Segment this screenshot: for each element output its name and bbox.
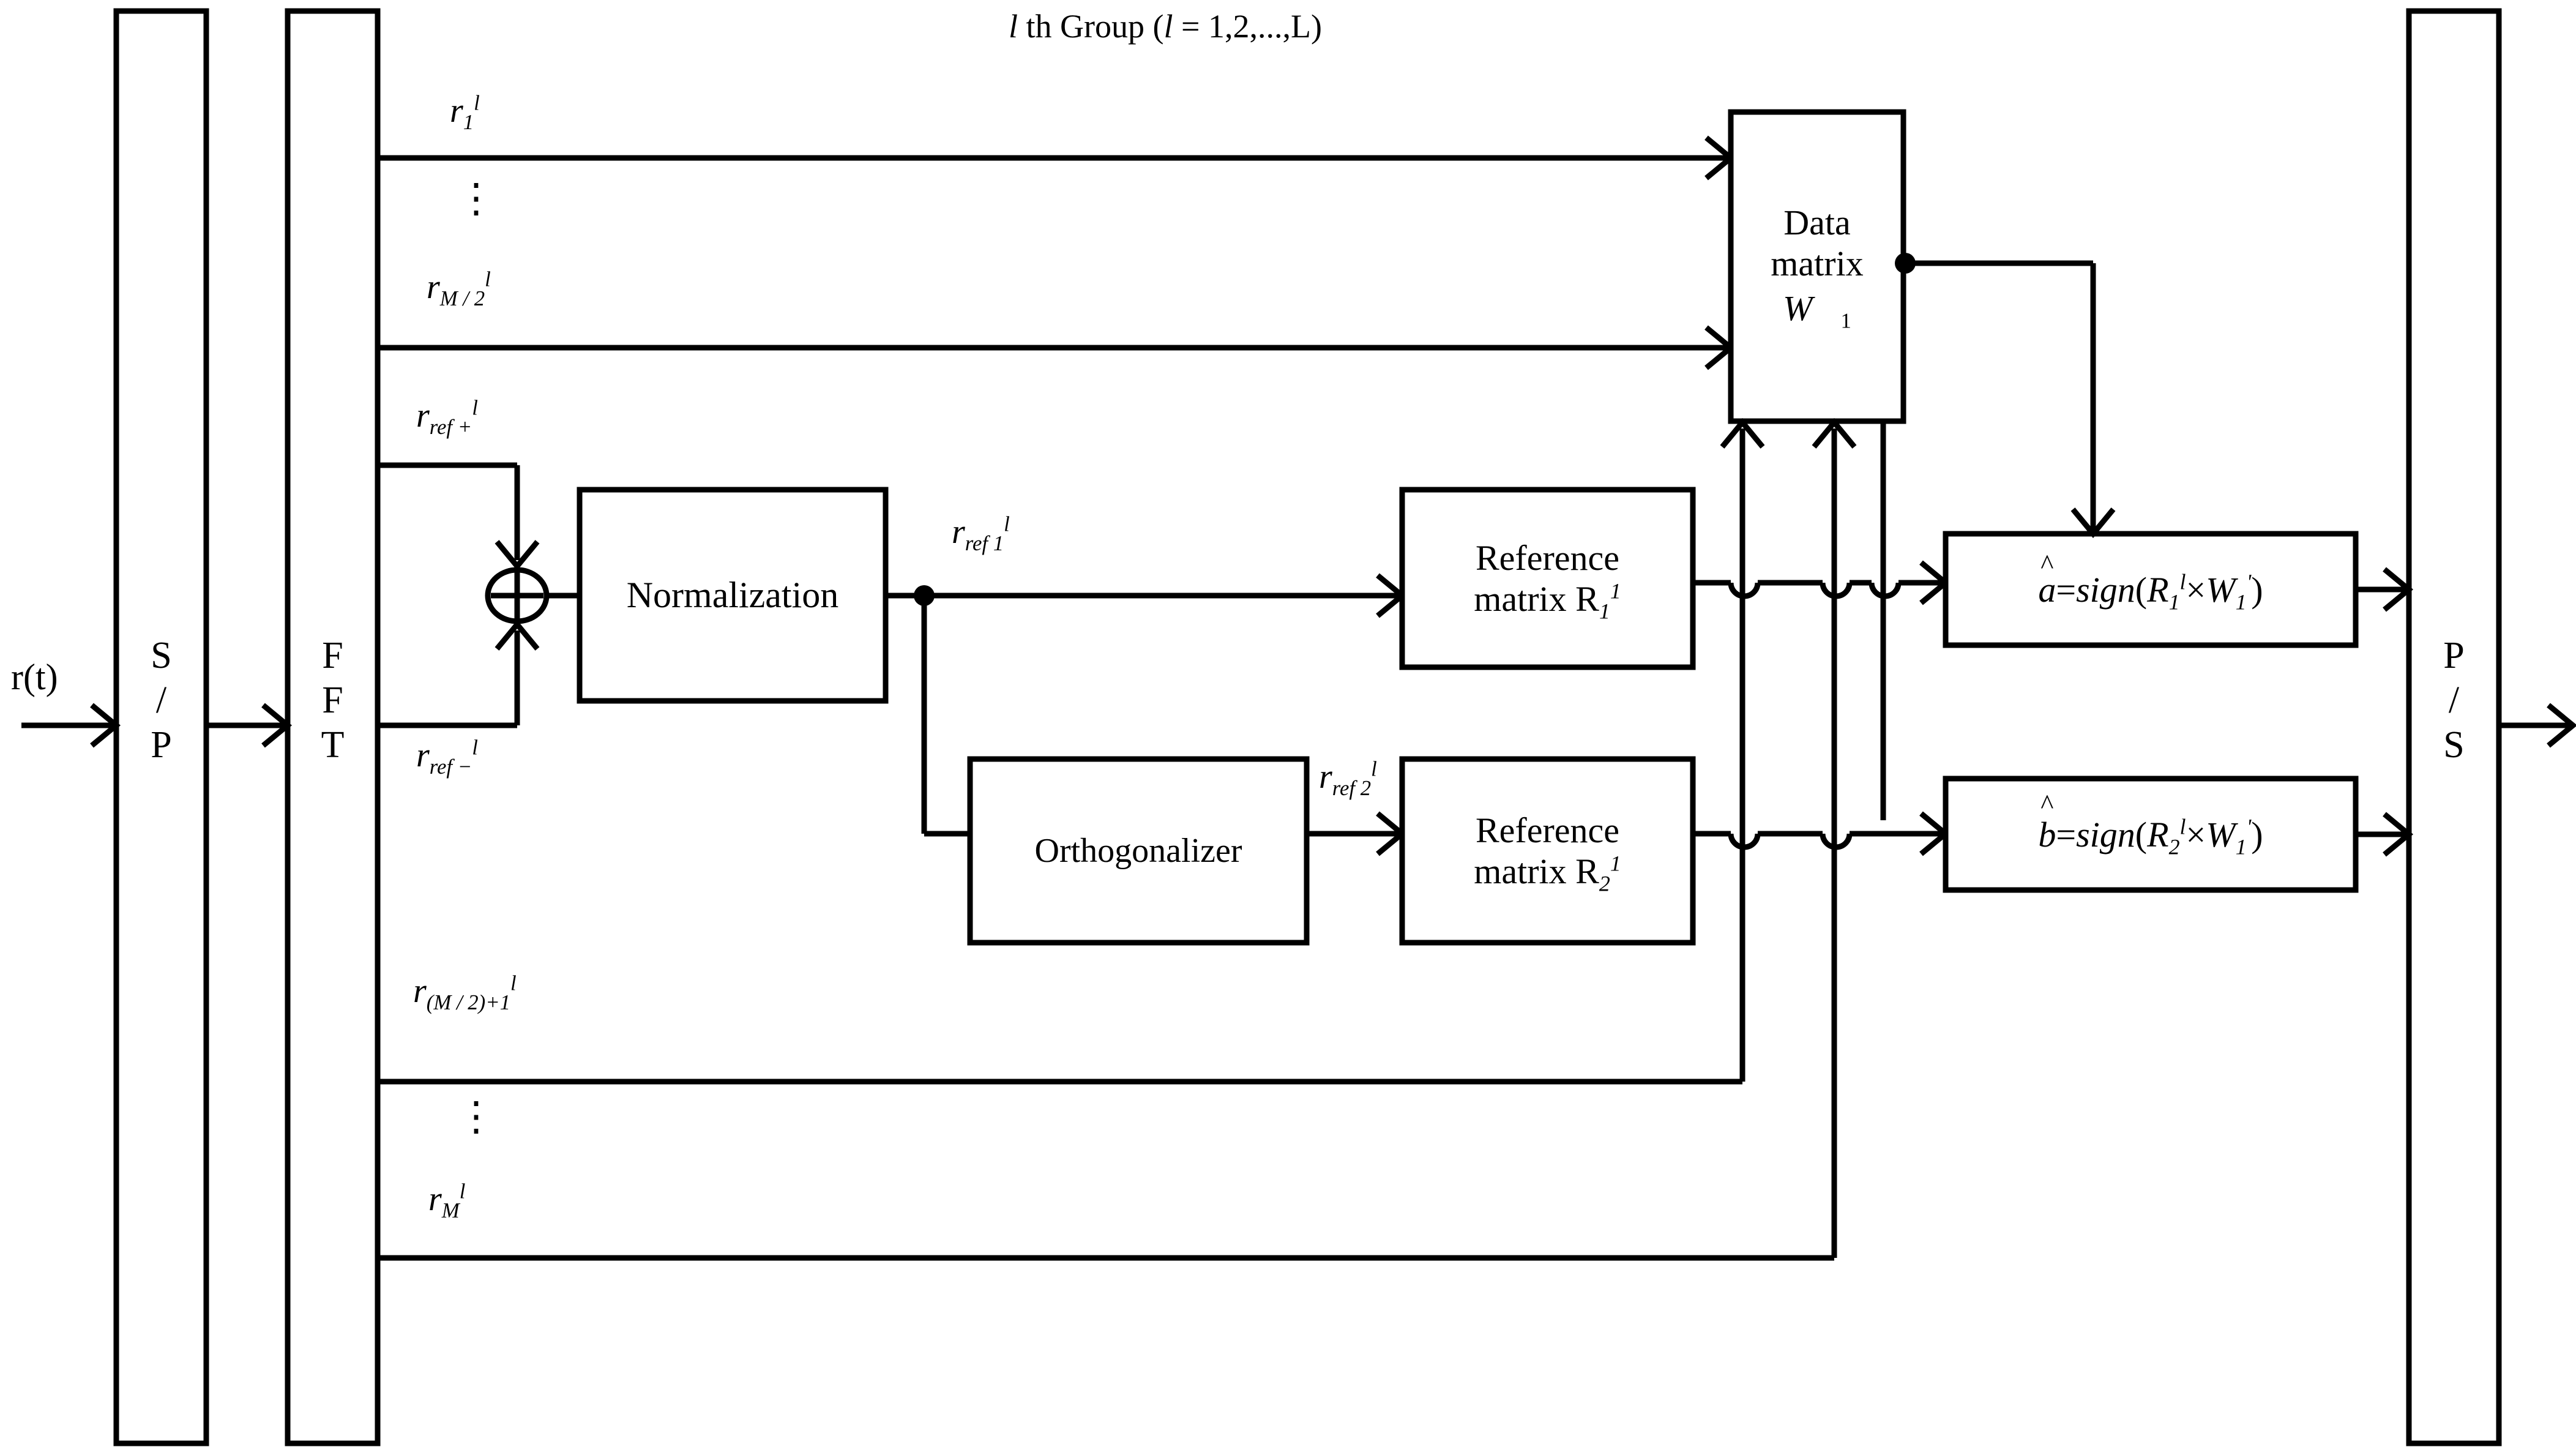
arrow-adder-top <box>495 540 540 571</box>
arrow-rM-into-dm <box>1812 417 1857 449</box>
ps-block-label: P / S <box>2409 634 2499 768</box>
ps-block-outline <box>2406 8 2502 1446</box>
signal-label-rM2: rM / 2l <box>427 267 491 309</box>
arrow-ahat-to-ps <box>2383 567 2414 612</box>
fft-line-3: T <box>321 724 345 766</box>
arrow-adder-bottom <box>495 619 540 651</box>
rrefplus-sub: ref + <box>429 415 472 439</box>
rM2-sup: l <box>485 267 491 291</box>
arrow-ps-out <box>2547 703 2576 748</box>
estimate-b-box <box>1943 776 2359 893</box>
fft-line-2: F <box>322 679 343 722</box>
rrefplus-base: r <box>416 397 430 435</box>
arrow-rM2plus1-into-dm <box>1720 417 1765 449</box>
estimate-a-box <box>1943 531 2359 648</box>
diagram-title: l th Group (l = 1,2,...,L) <box>1009 7 1322 45</box>
sp-line-2: / <box>155 679 167 722</box>
rref1-sub: ref 1 <box>965 531 1004 556</box>
vertical-dots-bottom: ⋮ <box>456 1094 496 1139</box>
rrefminus-sup: l <box>472 735 478 760</box>
rM-base: r <box>428 1180 442 1218</box>
title-l-italic: l <box>1009 8 1018 45</box>
rref1-base: r <box>952 513 965 551</box>
signal-label-rM: rMl <box>428 1179 466 1221</box>
rref2-base: r <box>1319 758 1332 796</box>
arrow-bhat-to-ps <box>2383 812 2414 857</box>
input-arrowhead <box>90 703 121 748</box>
sp-line-1: S <box>151 635 172 676</box>
title-rest: th Group ( <box>1018 8 1164 45</box>
ps-line-1: P <box>2443 635 2465 676</box>
rrefminus-sub: ref − <box>429 755 472 779</box>
ps-line-3: S <box>2443 724 2465 766</box>
reference-matrix-2-box <box>1399 756 1696 946</box>
sp-block-label: S / P <box>116 634 206 768</box>
r1-base: r <box>450 92 463 130</box>
normalization-box <box>577 487 889 704</box>
input-signal-label: r(t) <box>11 657 58 697</box>
signal-label-rref2: rref 2l <box>1319 757 1377 799</box>
rrefminus-base: r <box>416 736 430 774</box>
vertical-dots-top: ⋮ <box>456 176 496 221</box>
rref2-sub: ref 2 <box>1332 776 1372 801</box>
reference-matrix-1-box <box>1399 487 1696 670</box>
rM2p1-sub: (M / 2)+1 <box>426 990 510 1015</box>
rM2p1-sup: l <box>510 971 517 995</box>
r1-sup: l <box>474 91 480 115</box>
title-eq: = 1,2,...,L) <box>1173 8 1322 45</box>
rM2-base: r <box>427 268 440 306</box>
signal-label-rref1: rref 1l <box>952 512 1010 554</box>
rref2-sup: l <box>1371 757 1377 781</box>
signal-label-r1: r1l <box>450 91 480 133</box>
rref1-sup: l <box>1004 512 1010 536</box>
sp-line-3: P <box>151 724 172 766</box>
rM-sup: l <box>459 1179 466 1203</box>
rM-sub: M <box>441 1199 460 1223</box>
fft-line-1: F <box>322 635 343 676</box>
signal-label-rrefplus: rref +l <box>416 395 478 438</box>
data-matrix-box <box>1728 109 1906 424</box>
r1-sub: 1 <box>463 110 474 135</box>
rM2p1-base: r <box>413 972 427 1010</box>
fft-block-label: F F T <box>288 634 378 768</box>
ps-line-2: / <box>2448 679 2460 722</box>
sp-to-fft-arrowhead <box>261 703 293 748</box>
rrefplus-sup: l <box>472 395 478 420</box>
arrow-w1-into-ahat <box>2070 507 2116 539</box>
orthogonalizer-box <box>967 756 1310 946</box>
title-l-italic-2: l <box>1163 8 1173 45</box>
signal-label-rM2plus1: r(M / 2)+1l <box>413 971 517 1013</box>
rM2-sub: M / 2 <box>439 286 485 311</box>
signal-label-rrefminus: rref −l <box>416 735 478 777</box>
